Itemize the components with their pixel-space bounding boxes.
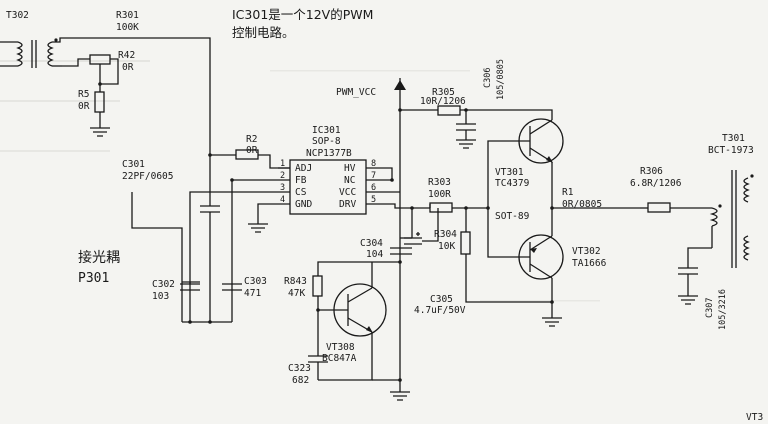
r305-value: 10R/1206: [420, 96, 466, 107]
r42-ref: R42: [118, 50, 135, 61]
r1-value: 0R/0805: [562, 199, 602, 210]
t301-value: BCT-1973: [708, 145, 754, 156]
transistor-vt302: [487, 208, 564, 327]
c305-ref: C305: [430, 294, 453, 305]
note-line-1: IC301是一个12V的PWM: [232, 7, 373, 22]
c306-value: 105/0805: [496, 59, 506, 100]
ic-pin-num-7: 7: [371, 171, 376, 181]
vt308-value: BC847A: [322, 353, 357, 364]
t302-label: T302: [6, 10, 29, 21]
note-line-2: 控制电路。: [232, 25, 295, 40]
ic-pin-drv: DRV: [339, 199, 356, 210]
resistor-r306: [640, 202, 712, 213]
resistor-r5: [90, 84, 110, 137]
r5-ref: R5: [78, 89, 89, 100]
ic-pin-num-5: 5: [371, 195, 376, 205]
r5-value: 0R: [78, 101, 90, 112]
transistor-vt301: [487, 118, 564, 208]
c323-value: 682: [292, 375, 309, 386]
r304-value: 10K: [438, 241, 455, 252]
vt301-value: TC4379: [495, 178, 530, 189]
ic-package: SOP-8: [312, 136, 341, 147]
ic-pin-fb: FB: [295, 175, 307, 186]
r301-ref: R301: [116, 10, 139, 21]
ic-ref: IC301: [312, 125, 341, 136]
vt302-ref: VT302: [572, 246, 601, 257]
c304-value: 104: [366, 249, 383, 260]
resistor-r304: [460, 208, 552, 303]
ic-pin-cs: CS: [295, 187, 307, 198]
r303-ref: R303: [428, 177, 451, 188]
sot89-label: SOT-89: [495, 211, 530, 222]
resistor-r305: [400, 105, 553, 120]
ic-pin-gnd: GND: [295, 199, 312, 210]
background-bleed-text: [0, 60, 600, 302]
c303-ref: C303: [244, 276, 267, 287]
r2-ref: R2: [246, 134, 257, 145]
vt301-ref: VT301: [495, 167, 524, 178]
c301-value: 22PF/0605: [122, 171, 173, 182]
opto-label: 接光耦: [78, 249, 120, 266]
transformer-t301: [709, 170, 754, 268]
ic-pin-adj: ADJ: [295, 163, 312, 174]
capacitor-c303: [222, 283, 242, 291]
ic-pin-num-3: 3: [280, 183, 285, 193]
ic-pin-num-6: 6: [371, 183, 376, 193]
c307-value: 105/3216: [718, 289, 728, 330]
ic-part: NCP1377B: [306, 148, 352, 159]
vt302-value: TA1666: [572, 258, 607, 269]
capacitor-c301: [200, 168, 220, 322]
r1-ref: R1: [562, 187, 574, 198]
capacitor-c302: [180, 281, 200, 291]
ic-pin-num-8: 8: [371, 159, 376, 169]
resistor-r843: [312, 261, 400, 356]
ic-pin-num-1: 1: [280, 159, 285, 169]
c302-value: 103: [152, 291, 169, 302]
r301-value: 100K: [116, 22, 139, 33]
c304-ref: C304: [360, 238, 383, 249]
capacitor-c306: [456, 110, 476, 149]
ic-pin-hv: HV: [344, 163, 356, 174]
vt308-ref: VT308: [326, 342, 355, 353]
c306-ref: C306: [483, 68, 493, 88]
r306-ref: R306: [640, 166, 663, 177]
r843-value: 47K: [288, 288, 305, 299]
r304-ref: R304: [434, 229, 457, 240]
r2-value: 0R: [246, 145, 258, 156]
resistor-r301: [62, 54, 119, 72]
c301-ref: C301: [122, 159, 145, 170]
r303-value: 100R: [428, 189, 451, 200]
ic-pin-nc: NC: [344, 175, 355, 186]
corner-text: VT3: [746, 412, 763, 423]
r843-ref: R843: [284, 276, 307, 287]
pwm-vcc-label: PWM_VCC: [336, 87, 376, 98]
c302-ref: C302: [152, 279, 175, 290]
capacitor-c304: [390, 237, 412, 255]
capacitor-c323: [308, 355, 328, 380]
ic-pin-num-2: 2: [280, 171, 285, 181]
resistor-r303: [429, 202, 488, 213]
pwm-vcc-arrow-icon: [394, 80, 406, 90]
c307-ref: C307: [705, 298, 715, 318]
r305-ref: R305: [432, 87, 455, 98]
ic-pin-vcc: VCC: [339, 187, 356, 198]
ic301-chip: [278, 159, 380, 215]
c305-value: 4.7uF/50V: [414, 305, 466, 316]
ic-pin-num-4: 4: [280, 195, 285, 205]
opto-ref: P301: [78, 271, 109, 286]
c303-value: 471: [244, 288, 261, 299]
t301-ref: T301: [722, 133, 745, 144]
r306-value: 6.8R/1206: [630, 178, 682, 189]
r42-value: 0R: [122, 62, 134, 73]
transformer-t302: [0, 37, 211, 168]
capacitor-c305: [404, 208, 439, 245]
c323-ref: C323: [288, 363, 311, 374]
capacitor-c307: [678, 247, 712, 305]
